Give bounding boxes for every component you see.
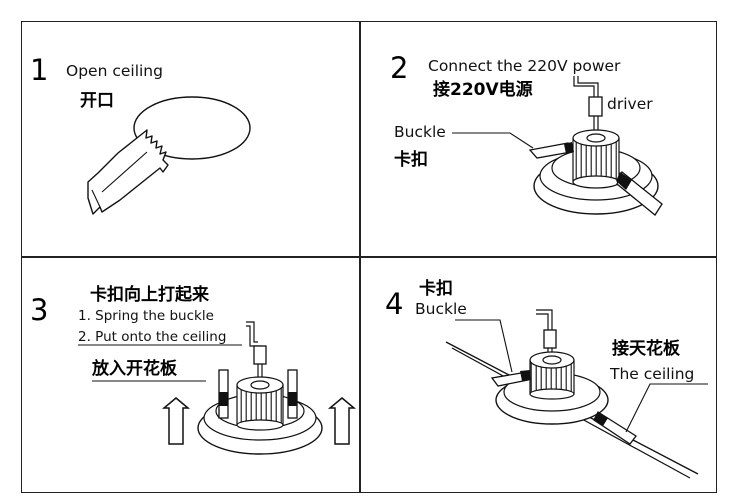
ceiling-label-en: The ceiling (610, 365, 695, 383)
step-number: 1 (30, 53, 49, 87)
horizontal-divider (21, 256, 717, 258)
driver-box-icon (588, 96, 603, 117)
up-arrow-icon (161, 397, 191, 445)
ceiling-leader-line (625, 383, 708, 433)
ceiling-hole-icon (133, 96, 251, 160)
buckle-leader-line (455, 319, 513, 373)
downlight-icon (528, 76, 663, 216)
buckle-label-zh: 卡扣 (394, 150, 428, 170)
step-number: 2 (390, 51, 409, 85)
step-sub-2: 2. Put onto the ceiling (78, 329, 227, 345)
buckle-label-en: Buckle (415, 300, 467, 318)
downlight-icon (197, 321, 323, 455)
buckle-label-en: Buckle (394, 123, 446, 141)
ceiling-label-zh: 接天花板 (612, 339, 680, 359)
saw-icon (87, 96, 251, 215)
step-sub-1: 1. Spring the buckle (78, 308, 214, 324)
buckle-leader-line (452, 132, 534, 149)
up-arrow-icon (327, 397, 357, 445)
step-title-en: Connect the 220V power (428, 57, 621, 75)
step-number: 3 (30, 293, 49, 327)
step-number: 4 (385, 287, 404, 321)
step-title-zh: 卡扣向上打起来 (90, 285, 209, 305)
step-title-zh: 开口 (80, 91, 114, 111)
buckle-label-zh: 卡扣 (419, 279, 453, 299)
downlight-icon (490, 309, 637, 445)
step-title-en: Open ceiling (66, 62, 163, 80)
driver-label: driver (607, 95, 653, 113)
step-title-zh: 接220V电源 (433, 80, 533, 100)
step-sub-2-zh: 放入开花板 (92, 359, 177, 379)
